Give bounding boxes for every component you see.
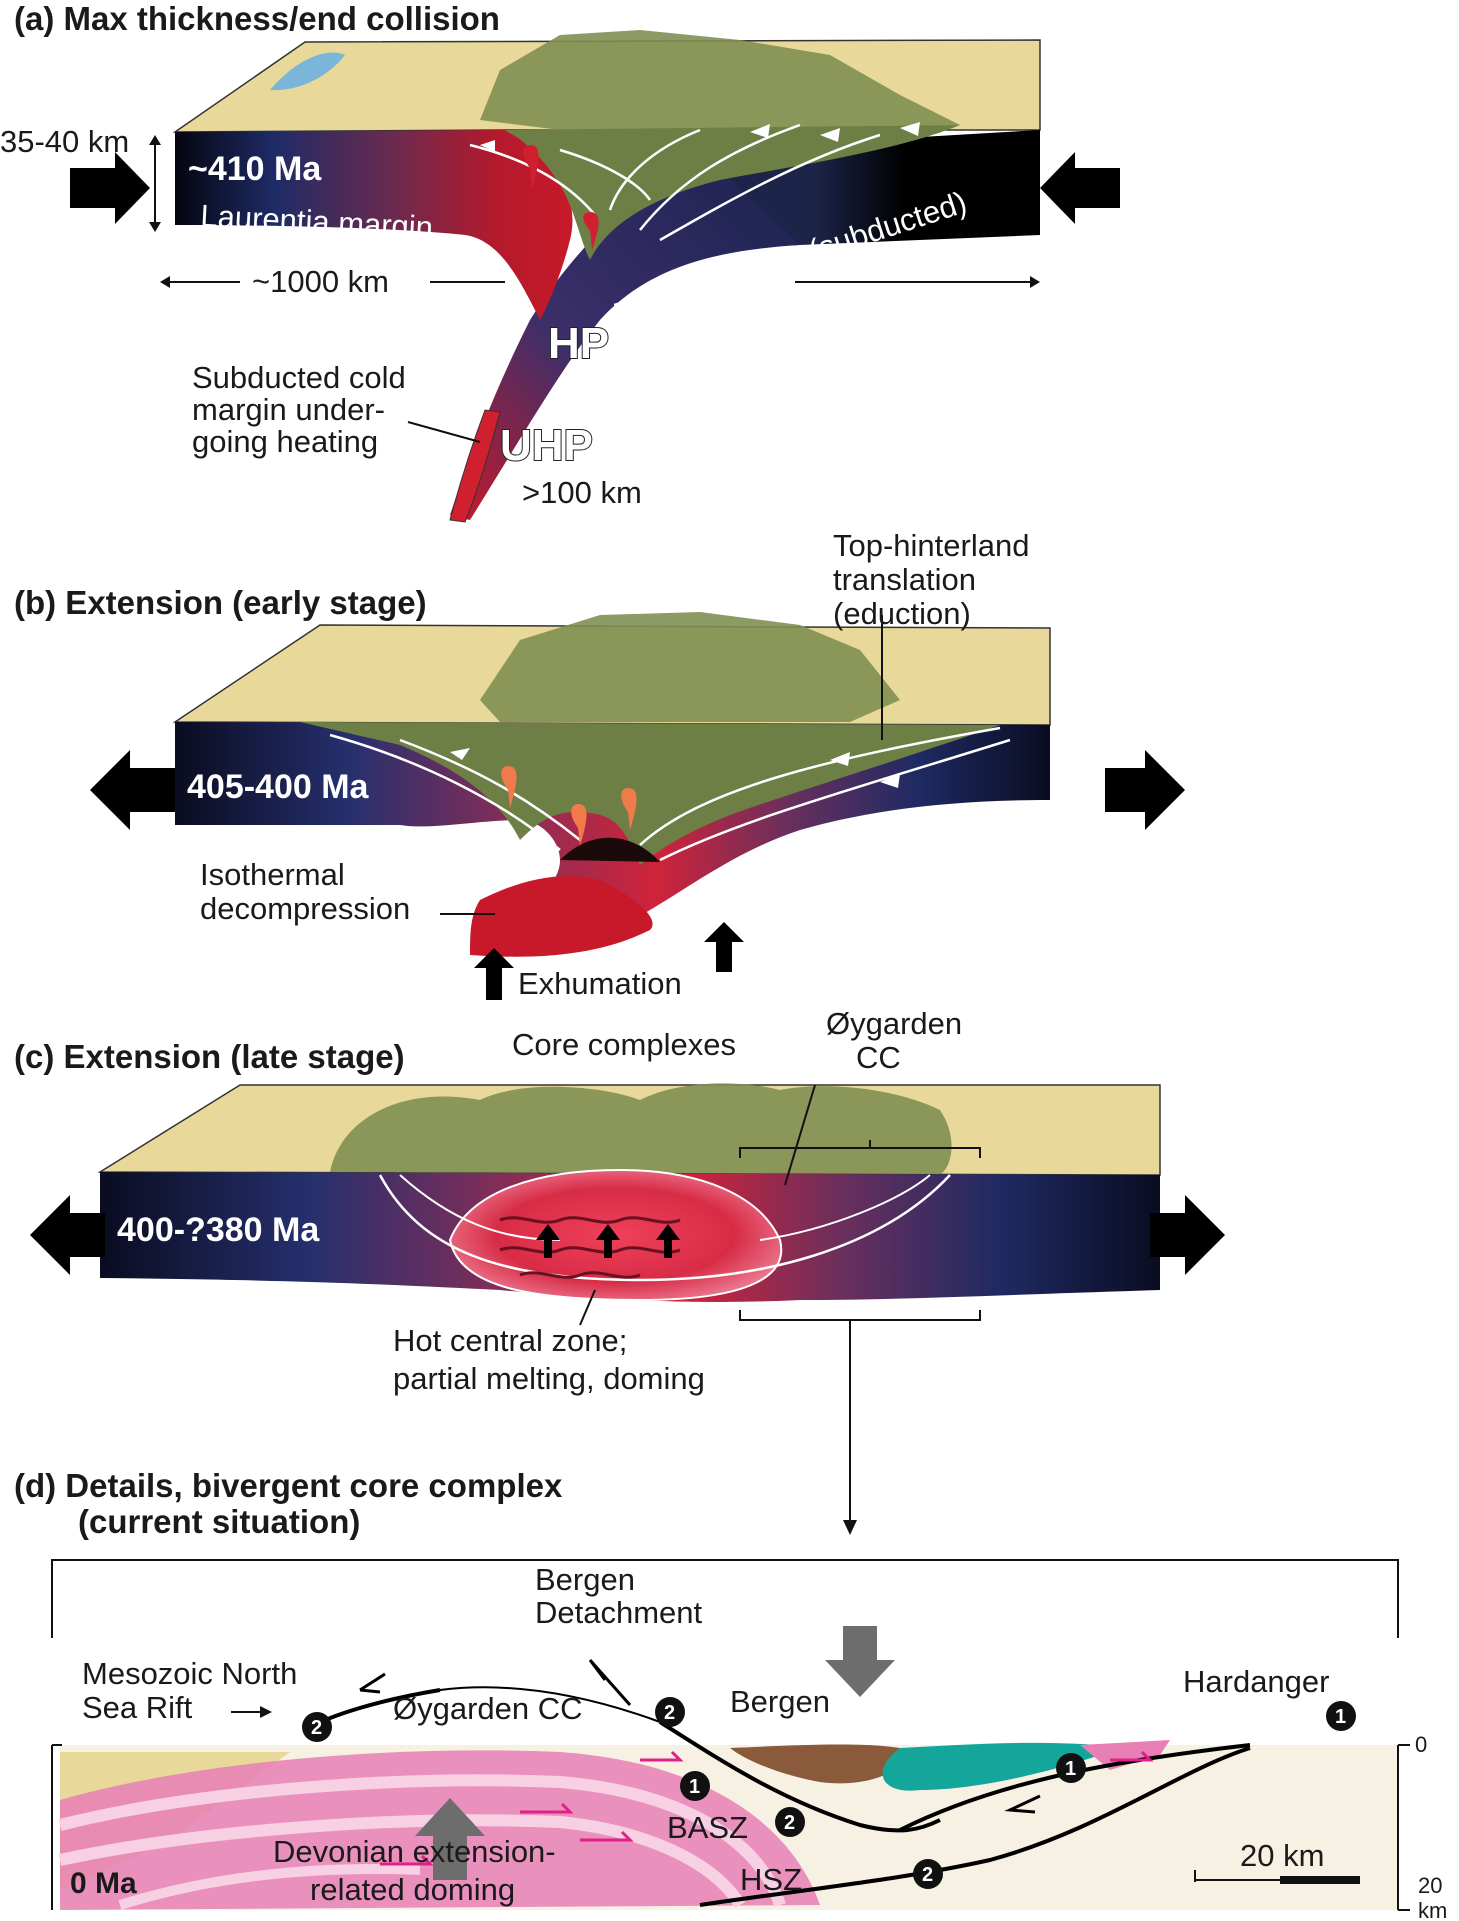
panel-a-melt-drop (583, 212, 599, 250)
panel-a-thickness: 35-40 km (0, 124, 129, 159)
badge-1: 1 (1335, 1706, 1346, 1728)
panel-d-oyg-cc: Øygarden CC (393, 1691, 583, 1726)
panel-b-wedge (300, 722, 1000, 865)
badge-2: 2 (311, 1717, 322, 1739)
badge-2: 2 (784, 1812, 795, 1834)
panel-a-cold-1: Subducted cold (192, 360, 406, 395)
panel-c-oyg-2: CC (856, 1040, 901, 1075)
badge-1: 1 (1065, 1758, 1076, 1780)
panel-a-width: ~1000 km (252, 264, 389, 299)
panel-b: (b) Extension (early stage) Top-hin (14, 528, 1185, 1001)
panel-d-doming-arrow (415, 1798, 485, 1880)
panel-d-hsz: HSZ (740, 1862, 802, 1897)
panel-a-depth: >100 km (522, 475, 642, 510)
panel-d-meso-1: Mesozoic North (82, 1656, 297, 1691)
panel-b-exhumation-arrow (704, 922, 744, 972)
panel-d-bergen-det-2: Detachment (535, 1595, 703, 1630)
panel-a-wedge (505, 125, 960, 260)
panel-b-iso-2: decompression (200, 891, 410, 926)
panel-b-pull-arrow-left (90, 750, 175, 830)
panel-d: (d) Details, bivergent core complex (cur… (14, 1467, 1447, 1921)
panel-a-title: (a) Max thickness/end collision (14, 0, 500, 37)
panel-c-core: Core complexes (512, 1027, 736, 1062)
panel-a-cold-2: margin under- (192, 392, 385, 427)
panel-b-pull-arrow-right (1105, 750, 1185, 830)
panel-b-hot-core (560, 837, 660, 862)
panel-a-push-arrow-left (70, 152, 150, 224)
panel-d-dev-1: Devonian extension- (273, 1834, 556, 1869)
panel-a-laurentia-crust (175, 130, 573, 320)
panel-c-pull-arrow-right (1150, 1195, 1225, 1275)
panel-d-subsidence-arrow (825, 1626, 895, 1697)
panel-b-iso-1: Isothermal (200, 857, 345, 892)
panel-c-title: (c) Extension (late stage) (14, 1038, 405, 1075)
panel-b-top-2: translation (833, 562, 976, 597)
panel-d-bergen-det-1: Bergen (535, 1562, 635, 1597)
panel-d-bergen-arc (730, 1744, 906, 1784)
badge-2: 2 (922, 1864, 933, 1886)
panel-a-mountains (480, 30, 960, 130)
panel-b-top-3: (eduction) (833, 596, 971, 631)
panel-d-basz: BASZ (667, 1810, 748, 1845)
panel-c-hot-2: partial melting, doming (393, 1361, 705, 1396)
panel-d-depth-km: km (1418, 1898, 1447, 1921)
panel-b-exhumation: Exhumation (518, 966, 682, 1001)
panel-c-oyg-1: Øygarden (826, 1006, 962, 1041)
panel-d-hardanger: Hardanger (1183, 1664, 1329, 1699)
panel-a-lake (270, 52, 345, 91)
panel-d-zero-ma: 0 Ma (70, 1867, 137, 1900)
panel-c-age: 400-?380 Ma (117, 1211, 320, 1249)
panel-d-dev-2: related doming (310, 1872, 515, 1907)
panel-c-hot-1: Hot central zone; (393, 1323, 627, 1358)
panel-a-age: ~410 Ma (188, 150, 322, 188)
panel-b-top-1: Top-hinterland (833, 528, 1029, 563)
panel-a-hp: HP (548, 319, 609, 368)
panel-a-melt-drop (523, 145, 539, 190)
panel-b-title: (b) Extension (early stage) (14, 584, 427, 621)
panel-d-title-2: (current situation) (78, 1503, 360, 1540)
panel-d-title-1: (d) Details, bivergent core complex (14, 1467, 563, 1504)
panel-c: (c) Extension (late stage) Core com (14, 1006, 1225, 1535)
badge-1: 1 (689, 1776, 700, 1798)
panel-a-slab (450, 150, 800, 520)
panel-c-pull-arrow-left (30, 1195, 105, 1275)
panel-a-cold-3: going heating (192, 424, 378, 459)
panel-a-uhp-tip (449, 409, 501, 523)
panel-d-meso-2: Sea Rift (82, 1690, 193, 1725)
panel-a-uhp: UHP (500, 421, 593, 470)
panel-d-scale: 20 km (1240, 1838, 1324, 1873)
panel-b-mountains (480, 612, 900, 722)
panel-d-depth-0: 0 (1415, 1732, 1427, 1757)
panel-d-bergen: Bergen (730, 1684, 830, 1719)
panel-c-domes (330, 1083, 952, 1174)
panel-d-depth-20: 20 (1418, 1873, 1442, 1898)
panel-d-bergen-detachment (658, 1720, 941, 1833)
panel-a: (a) Max thickness/end collision (0, 0, 1120, 523)
panel-b-exhumation-arrow (474, 948, 514, 1000)
panel-b-age: 405-400 Ma (187, 768, 370, 806)
panel-a-push-arrow-right (1040, 152, 1120, 224)
badge-2: 2 (664, 1702, 675, 1724)
panel-b-red-lobe (470, 876, 653, 957)
